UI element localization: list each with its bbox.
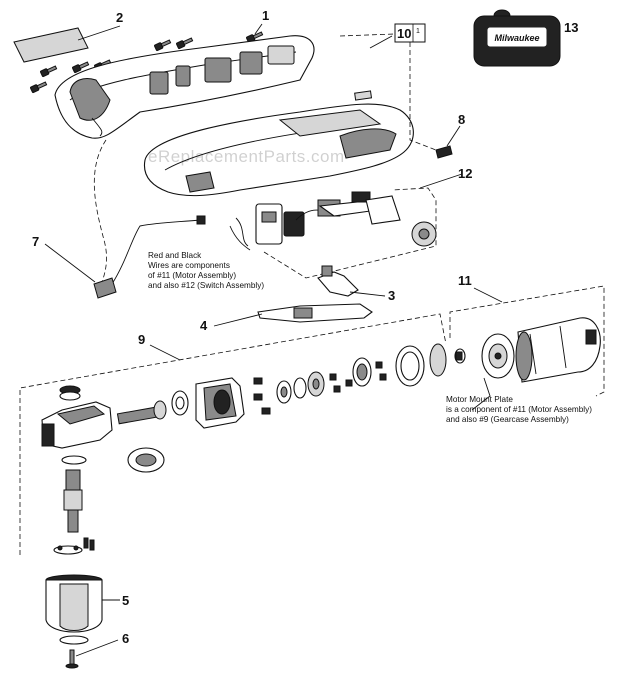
leader-plate-note bbox=[471, 377, 491, 411]
leader-9 bbox=[149, 344, 181, 361]
cable-harness bbox=[93, 139, 206, 299]
chuck-screw bbox=[65, 649, 79, 669]
callout-8: 8 bbox=[458, 112, 465, 127]
note-plate-line-3: and also #9 (Gearcase Assembly) bbox=[446, 415, 569, 424]
chuck-part bbox=[45, 574, 103, 645]
leader-3 bbox=[349, 291, 386, 297]
note-plate-line-2: is a component of #11 (Motor Assembly) bbox=[446, 405, 592, 414]
note-plate: Motor Mount Plate is a component of #11 … bbox=[446, 395, 592, 424]
leader-1 bbox=[254, 23, 263, 35]
motor-assembly bbox=[481, 317, 601, 383]
bracket-10-side bbox=[409, 42, 437, 151]
leader-6 bbox=[75, 639, 119, 657]
motor-bracket bbox=[449, 285, 605, 397]
leader-10 bbox=[369, 35, 393, 49]
housing-left-half bbox=[54, 35, 315, 139]
switch-assembly bbox=[229, 187, 437, 279]
callout-12: 12 bbox=[458, 166, 472, 181]
gear-train bbox=[116, 343, 466, 429]
callout-10-qty: 1 bbox=[416, 28, 420, 35]
housing-right-half bbox=[143, 90, 414, 197]
leader-11 bbox=[473, 287, 503, 303]
leader-4 bbox=[213, 313, 263, 327]
callout-1: 1 bbox=[262, 8, 269, 23]
leader-7 bbox=[44, 243, 96, 283]
note-wires-line-1: Red and Black bbox=[148, 251, 202, 260]
leader-8 bbox=[446, 125, 461, 147]
spindle-shaft bbox=[53, 469, 95, 555]
callout-2: 2 bbox=[116, 10, 123, 25]
direction-lever bbox=[257, 303, 373, 323]
carry-case bbox=[473, 9, 561, 67]
right-angle-head bbox=[41, 385, 165, 473]
case-logo-text: Milwaukee bbox=[494, 33, 539, 43]
callout-13: 13 bbox=[564, 20, 578, 35]
callout-6: 6 bbox=[122, 631, 129, 646]
callout-3: 3 bbox=[388, 288, 395, 303]
note-wires-line-2: Wires are components bbox=[148, 261, 230, 270]
watermark-text: eReplacementParts.com bbox=[148, 147, 345, 166]
note-plate-line-1: Motor Mount Plate bbox=[446, 395, 513, 404]
leader-2 bbox=[77, 25, 121, 41]
callout-7: 7 bbox=[32, 234, 39, 249]
callout-9: 9 bbox=[138, 332, 145, 347]
callout-10: 10 bbox=[397, 26, 411, 41]
callout-5: 5 bbox=[122, 593, 129, 608]
note-wires: Red and Black Wires are components of #1… bbox=[148, 251, 264, 290]
trigger-part bbox=[317, 265, 359, 297]
bracket-10-top bbox=[339, 33, 396, 37]
label-plate bbox=[13, 27, 89, 63]
note-wires-line-3: of #11 (Motor Assembly) bbox=[148, 271, 236, 280]
note-wires-line-4: and also #12 (Switch Assembly) bbox=[148, 281, 264, 290]
clip-part bbox=[435, 145, 453, 159]
callout-4: 4 bbox=[200, 318, 208, 333]
gearcase-bracket bbox=[19, 313, 447, 555]
leader-12 bbox=[419, 173, 463, 189]
callout-11: 11 bbox=[458, 273, 472, 288]
